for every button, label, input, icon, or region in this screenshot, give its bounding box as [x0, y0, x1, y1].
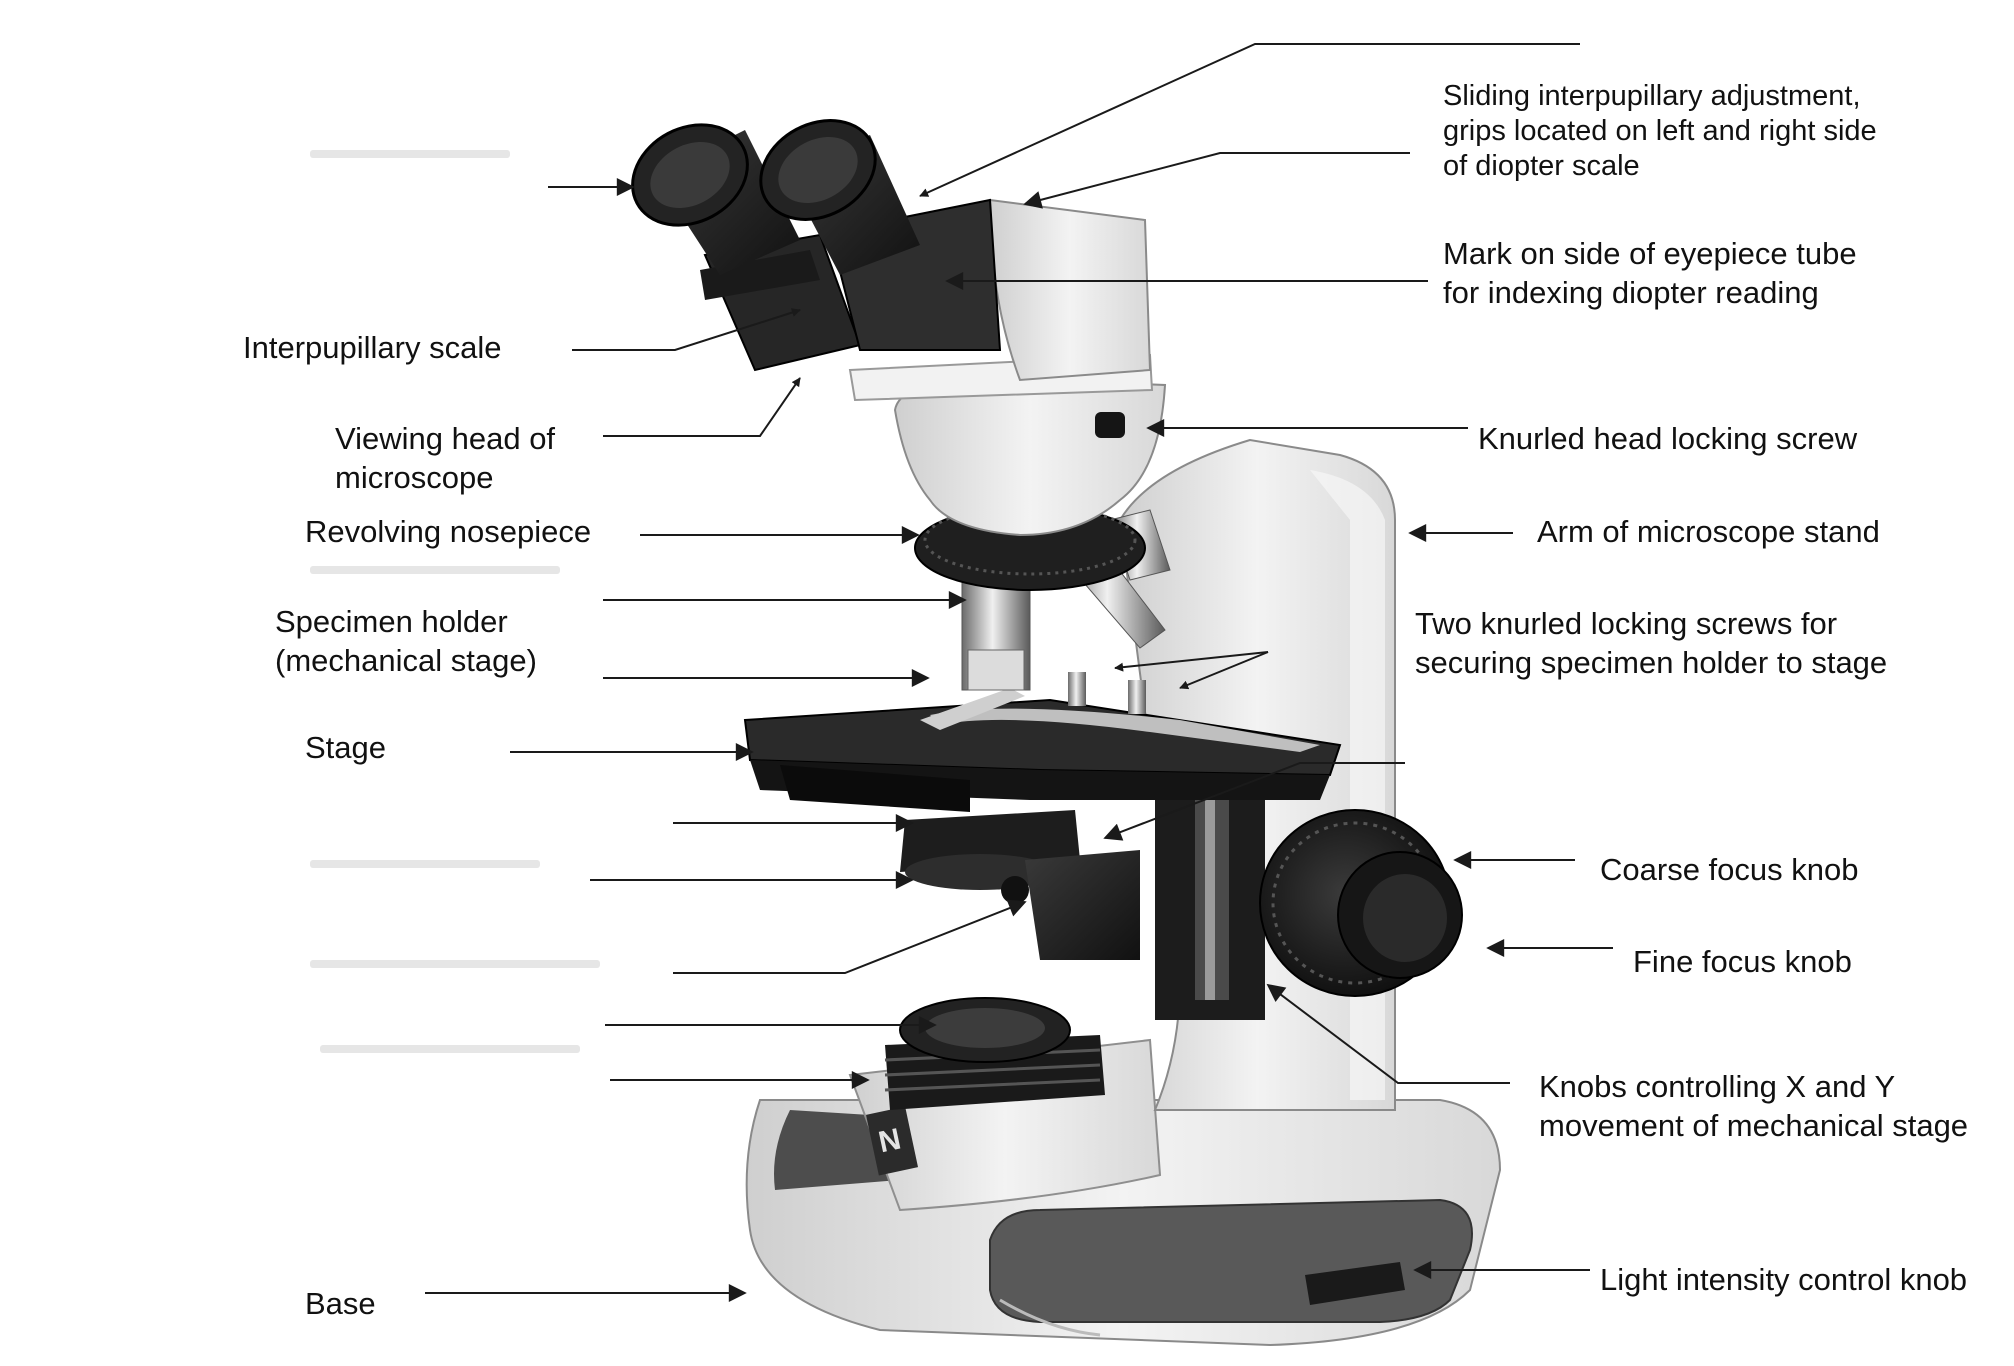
erased-label-mark	[310, 860, 540, 868]
eyepieces	[631, 119, 920, 275]
leader-screw-2	[1179, 651, 1269, 690]
label-light-intensity: Light intensity control knob	[1600, 1262, 1968, 1297]
focus-column	[1155, 780, 1265, 1020]
label-stage: Stage	[305, 730, 387, 765]
label-fine-focus: Fine focus knob	[1633, 944, 1852, 979]
label-revolving-nosepiece: Revolving nosepiece	[305, 514, 592, 549]
stage-platform	[743, 688, 1342, 812]
label-specimen-holder: Specimen holder (mechanical stage)	[275, 604, 537, 678]
leader-interpupillary-scale	[572, 308, 801, 351]
leader-top	[919, 43, 1580, 197]
label-knobs-xy: Knobs controlling X and Y movement of me…	[1539, 1069, 1969, 1143]
label-sliding-interpupillary: Sliding interpupillary adjustment, grips…	[1443, 80, 1877, 182]
light-intensity-knob-shape	[1305, 1262, 1405, 1305]
label-mark-eyepiece: Mark on side of eyepiece tube for indexi…	[1443, 236, 1857, 310]
leader-sliding-adjustment	[1023, 152, 1410, 209]
erased-label-mark	[310, 150, 510, 158]
leader-viewing-head	[603, 377, 801, 437]
stage-clips	[1068, 672, 1146, 714]
viewing-head	[848, 198, 1167, 537]
leader-screw-1	[1114, 651, 1269, 672]
label-interpupillary-scale: Interpupillary scale	[243, 330, 502, 365]
label-two-knurled-screws: Two knurled locking screws for securing …	[1415, 606, 1888, 680]
leader-condenser-3	[673, 899, 1027, 974]
label-base: Base	[305, 1286, 376, 1321]
label-knurled-head-screw: Knurled head locking screw	[1478, 421, 1858, 456]
leader-lines	[425, 43, 1613, 1302]
erased-label-mark	[320, 1045, 580, 1053]
focus-knobs	[1259, 809, 1463, 997]
label-coarse-focus: Coarse focus knob	[1600, 852, 1859, 887]
leader-stage-right	[1103, 762, 1405, 841]
erased-label-mark	[310, 566, 560, 574]
label-arm: Arm of microscope stand	[1537, 514, 1880, 549]
leader-xy-knobs	[1266, 983, 1510, 1084]
erased-label-mark	[310, 960, 600, 968]
label-viewing-head: Viewing head of microscope	[335, 421, 556, 495]
condenser	[900, 810, 1140, 960]
light-source	[884, 997, 1105, 1110]
